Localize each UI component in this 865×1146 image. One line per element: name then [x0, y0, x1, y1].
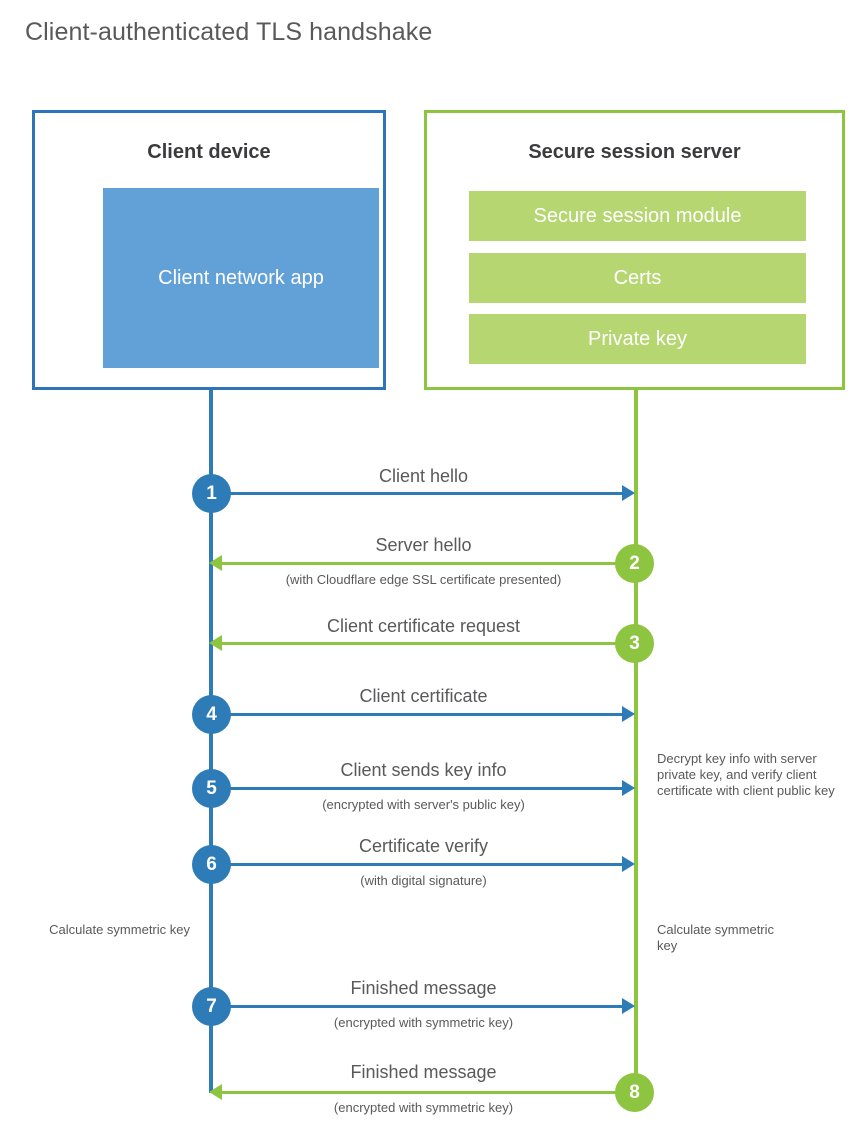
step-1-badge: 1 [192, 474, 231, 513]
step-6-badge: 6 [192, 845, 231, 884]
step-3-arrow-line [222, 642, 636, 645]
step-4-arrowhead-icon [622, 706, 635, 722]
server-item-private-key: Private key [469, 314, 806, 364]
step-8-badge: 8 [615, 1073, 654, 1112]
client-device-box: Client device Client network app [32, 110, 386, 390]
step-1-label: Client hello [378, 466, 469, 486]
step-2-badge: 2 [615, 544, 654, 583]
server-decrypt-note: Decrypt key info with server private key… [657, 751, 835, 798]
step-8-arrow-line [222, 1091, 636, 1094]
step-7-badge: 7 [192, 987, 231, 1026]
step-6-sublabel: (with digital signature) [360, 873, 487, 888]
step-6-label: Certificate verify [358, 836, 489, 856]
step-5-arrow-line [211, 787, 623, 790]
step-7-label: Finished message [350, 978, 497, 998]
secure-session-server-box: Secure session server Secure session mod… [424, 110, 845, 390]
client-device-title: Client device [147, 141, 271, 163]
step-2-label: Server hello [375, 535, 472, 555]
step-3-arrowhead-icon [209, 635, 222, 651]
step-6-arrowhead-icon [622, 856, 635, 872]
step-8-arrowhead-icon [209, 1084, 222, 1100]
step-3-label: Client certificate request [326, 616, 521, 636]
step-5-label: Client sends key info [340, 760, 507, 780]
step-5-arrowhead-icon [622, 780, 635, 796]
secure-session-server-title: Secure session server [528, 141, 741, 163]
server-lifeline [634, 390, 638, 1093]
step-4-badge: 4 [192, 695, 231, 734]
step-7-sublabel: (encrypted with symmetric key) [333, 1015, 514, 1030]
server-item-certs: Certs [469, 253, 806, 303]
client-lifeline [209, 390, 213, 1093]
step-3-badge: 3 [615, 624, 654, 663]
step-1-arrowhead-icon [622, 485, 635, 501]
step-2-arrow-line [222, 562, 636, 565]
step-8-label: Finished message [350, 1062, 497, 1082]
step-4-arrow-line [211, 713, 623, 716]
step-5-sublabel: (encrypted with server's public key) [322, 797, 525, 812]
server-calculate-symmetric-key-note: Calculate symmetric key [657, 922, 775, 953]
step-2-arrowhead-icon [209, 555, 222, 571]
step-6-arrow-line [211, 863, 623, 866]
step-7-arrow-line [211, 1005, 623, 1008]
page-title: Client-authenticated TLS handshake [25, 18, 433, 46]
server-item-secure-session-module: Secure session module [469, 191, 806, 241]
step-1-arrow-line [211, 492, 623, 495]
client-network-app-block: Client network app [103, 188, 379, 368]
client-calculate-symmetric-key-note: Calculate symmetric key [49, 922, 190, 937]
step-4-label: Client certificate [359, 686, 488, 706]
step-2-sublabel: (with Cloudflare edge SSL certificate pr… [285, 572, 562, 587]
step-5-badge: 5 [192, 769, 231, 808]
step-8-sublabel: (encrypted with symmetric key) [333, 1100, 514, 1115]
step-7-arrowhead-icon [622, 998, 635, 1014]
